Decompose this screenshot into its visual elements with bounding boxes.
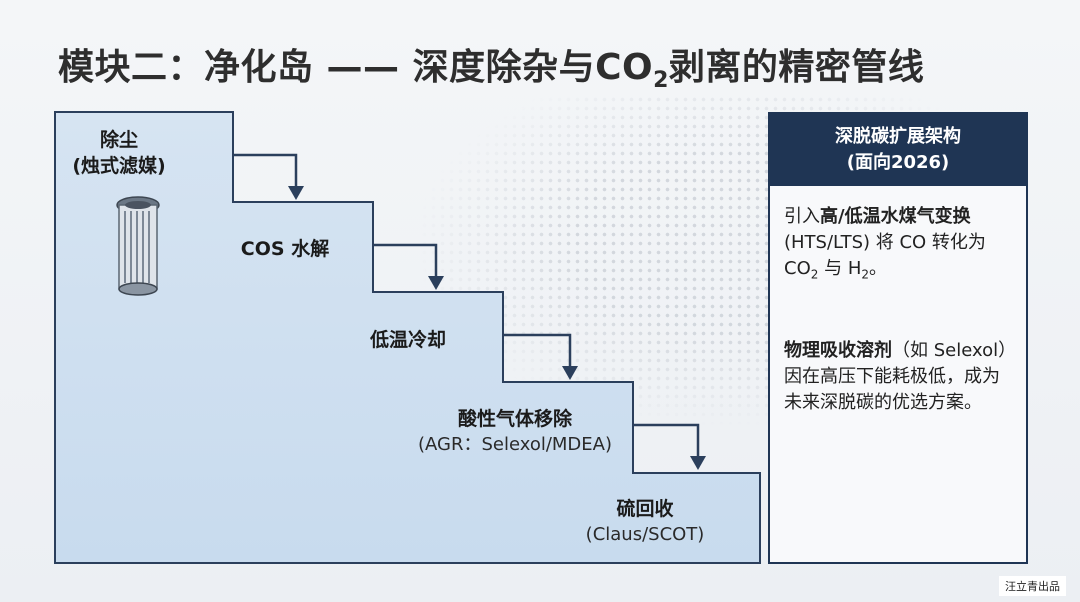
panel-paragraph-solvent: 物理吸收溶剂（如 Selexol）因在高压下能耗极低，成为未来深脱碳的优选方案。 bbox=[784, 338, 1012, 416]
flow-arrow-3 bbox=[503, 333, 572, 370]
p1-pre: 引入 bbox=[784, 206, 820, 227]
panel-title-line1: 深脱碳扩展架构 bbox=[835, 126, 961, 147]
flow-arrow-1 bbox=[233, 153, 298, 190]
arrow-head-1 bbox=[288, 186, 304, 200]
step-acid-gas-removal: 酸性气体移除 (AGR：Selexol/MDEA) bbox=[405, 406, 625, 458]
step-low-temp-cooling: 低温冷却 bbox=[348, 327, 468, 353]
step-cos-hydrolysis-name: COS 水解 bbox=[240, 238, 330, 260]
staircase-shape bbox=[54, 111, 761, 564]
step-acid-gas-removal-name: 酸性气体移除 bbox=[457, 408, 572, 430]
p1-sub-h2: 2 bbox=[861, 267, 870, 282]
author-credit: 汪立青出品 bbox=[999, 576, 1066, 596]
panel-paragraph-shift: 引入高/低温水煤气变换(HTS/LTS) 将 CO 转化为 CO2 与 H2。 bbox=[784, 204, 1012, 288]
candle-filter-icon bbox=[116, 196, 160, 296]
arrow-head-2 bbox=[428, 276, 444, 290]
p1-rest: (HTS/LTS) 将 CO 转化为 CO bbox=[784, 232, 986, 279]
title-tail: 剥离的精密管线 bbox=[668, 47, 925, 88]
step-cos-hydrolysis: COS 水解 bbox=[220, 236, 350, 262]
title-main: 模块二：净化岛 —— 深度除杂与CO bbox=[58, 47, 654, 88]
step-dust-removal: 除尘 (烛式滤媒) bbox=[64, 127, 174, 179]
p1-sub-co2: 2 bbox=[810, 267, 819, 282]
step-low-temp-cooling-name: 低温冷却 bbox=[369, 329, 446, 351]
arrow-head-4 bbox=[690, 456, 706, 470]
title-subscript: 2 bbox=[653, 68, 669, 94]
flow-arrow-2 bbox=[373, 243, 438, 280]
page-title: 模块二：净化岛 —— 深度除杂与CO2剥离的精密管线 bbox=[58, 38, 924, 93]
step-sulfur-recovery-name: 硫回收 bbox=[616, 498, 674, 520]
step-dust-removal-sub: (烛式滤媒) bbox=[72, 155, 166, 177]
deep-decarbonization-panel: 深脱碳扩展架构 (面向2026) 引入高/低温水煤气变换 (HTS/LTS) 将 … bbox=[768, 112, 1028, 564]
p1-end: 。 bbox=[869, 258, 888, 279]
p2-bold: 物理吸收溶剂 bbox=[784, 339, 892, 361]
p1-mid: 与 H bbox=[818, 258, 862, 279]
step-acid-gas-removal-sub: (AGR：Selexol/MDEA) bbox=[417, 434, 612, 455]
p2-rest: （如 Selexol）因在高压下能耗极低，成为未来深脱碳的优选方案。 bbox=[784, 339, 1008, 413]
step-sulfur-recovery: 硫回收 (Claus/SCOT) bbox=[560, 496, 730, 548]
p1-bold: 高/低温水煤气变换 bbox=[820, 206, 971, 227]
panel-title-line2: (面向2026) bbox=[846, 152, 950, 173]
panel-body: 引入高/低温水煤气变换(HTS/LTS) 将 CO 转化为 CO2 与 H2。 … bbox=[770, 186, 1026, 416]
flow-arrow-4 bbox=[633, 423, 700, 460]
step-sulfur-recovery-sub: (Claus/SCOT) bbox=[585, 524, 705, 545]
panel-header: 深脱碳扩展架构 (面向2026) bbox=[770, 114, 1026, 186]
arrow-head-3 bbox=[562, 366, 578, 380]
step-dust-removal-name: 除尘 bbox=[99, 129, 138, 151]
